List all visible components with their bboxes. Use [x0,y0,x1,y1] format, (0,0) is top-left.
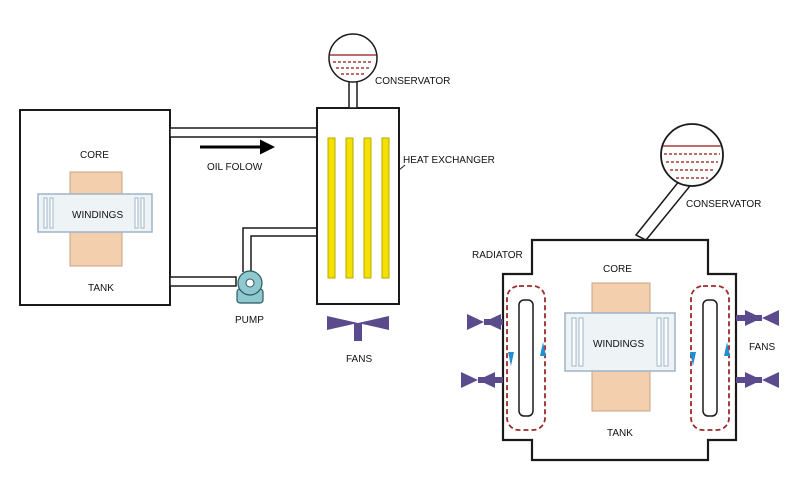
radiator-label: RADIATOR [472,250,523,261]
left-fan-icon [327,316,389,341]
pump [236,270,264,304]
left-core-bottom [69,231,123,267]
exchanger-tube [345,137,354,279]
right-fan-icon [461,372,503,388]
right-winding-bar [663,317,669,367]
left-core-top [69,171,123,195]
right-tank-label: TANK [607,428,633,439]
right-core-top [591,282,651,314]
exchanger-tube [381,137,390,279]
left-tank-label: TANK [88,283,114,294]
right-diagram: CONSERVATOR RADIATOR CORE WINDINGS TANK [461,123,779,462]
right-conservator-label: CONSERVATOR [686,199,761,210]
heat-exchanger-leader [398,164,406,171]
right-winding-bar [656,317,662,367]
left-radiator-flow-up [540,342,546,356]
heat-exchanger-label: HEAT EXCHANGER [403,155,495,166]
right-conservator [660,123,724,187]
right-fan-icon [467,314,503,330]
left-radiator-loop [506,285,546,431]
pump-label: PUMP [235,315,264,326]
left-winding-bar [49,197,54,229]
right-windings-label: WINDINGS [593,339,644,350]
right-fans-label: FANS [749,342,775,353]
left-fans-label: FANS [346,354,372,365]
left-conservator-label: CONSERVATOR [375,76,450,87]
top-pipe [169,127,319,138]
right-radiator-loop [690,285,730,431]
exchanger-tube [363,137,372,279]
right-radiator-flow-up [724,342,730,356]
oil-flow-label: OIL FOLOW [207,162,263,173]
right-core-bottom [591,370,651,412]
right-winding-bar [578,317,584,367]
right-winding-bar [571,317,577,367]
left-winding-bar [140,197,145,229]
left-radiator-flow-down [508,352,514,366]
left-conservator [328,33,378,83]
right-fan-icon [736,310,779,326]
bottom-pipe [169,276,237,287]
left-windings-box [37,193,153,233]
left-winding-bar [134,197,139,229]
right-conservator-pipe [634,179,692,241]
left-winding-bar [43,197,48,229]
right-fan-icon [736,372,779,388]
right-radiator-tube [702,299,718,417]
left-windings-label: WINDINGS [72,210,123,221]
left-core-label: CORE [80,150,109,161]
left-radiator-tube [518,299,534,417]
right-core-label: CORE [603,264,632,275]
right-radiator-flow-down [690,352,696,366]
exchanger-tube [327,137,336,279]
left-diagram: CORE WINDINGS TANK OIL FOLOW PUMP HEAT E… [19,33,495,365]
pump-riser-pipe [242,227,319,272]
